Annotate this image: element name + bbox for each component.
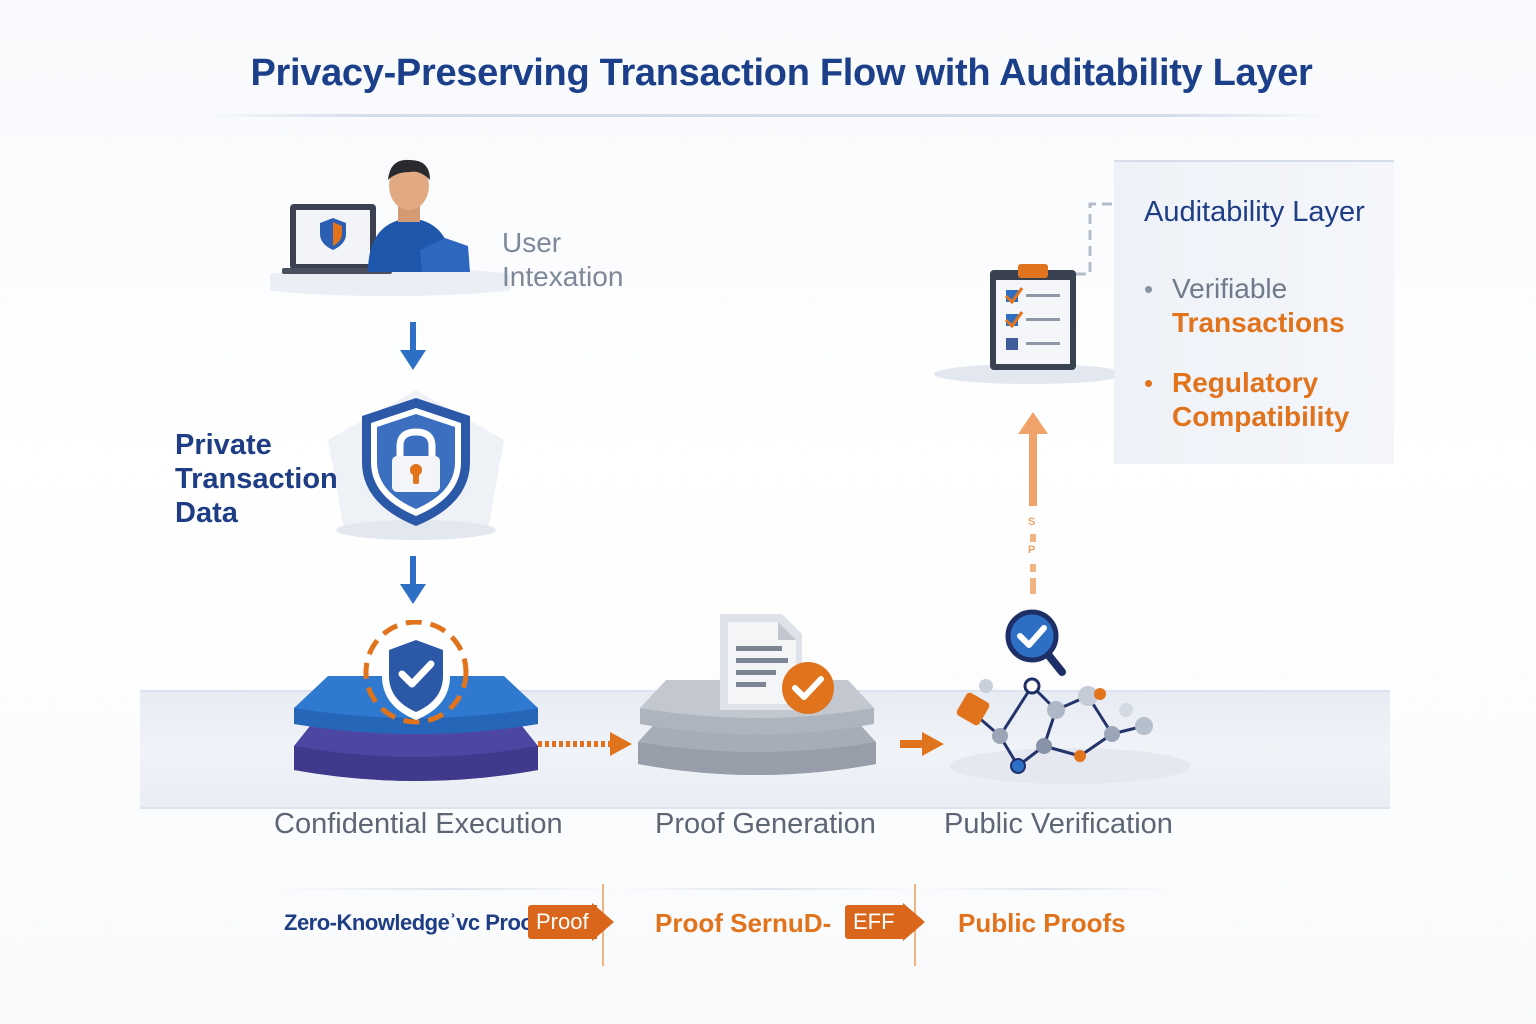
arrow-right-short <box>900 732 944 756</box>
bottom-rule-1 <box>280 888 620 890</box>
private-transaction-data-label: Private Transaction Data <box>175 429 338 529</box>
proof-setup-label: Proof SernuD- <box>655 908 832 938</box>
document-check-icon <box>720 614 834 714</box>
arrow-up-dashed <box>1018 412 1048 594</box>
user-interaction-label: User Intexation <box>502 227 624 292</box>
dashed-mark-s: S <box>1028 516 1036 528</box>
audit-bullet-regulatory: • Regulatory Compatibility <box>1144 367 1350 432</box>
step-public-verification: Public Verification <box>944 808 1173 840</box>
title-divider <box>200 114 1336 117</box>
clipboard-checklist-icon <box>990 264 1076 370</box>
arrow-down-1 <box>400 322 426 370</box>
confidential-execution-platform <box>294 620 538 781</box>
auditability-panel <box>1114 160 1394 464</box>
dashed-mark-p: P <box>1028 544 1036 556</box>
laptop-shield-icon <box>282 204 392 274</box>
proof-generation-platform <box>638 614 876 775</box>
clipboard-illustration <box>934 202 1126 384</box>
bottom-rule-2 <box>620 888 920 890</box>
tag-arrow-head <box>903 903 925 941</box>
bullet-dot: • <box>1144 274 1154 304</box>
public-proofs-label: Public Proofs <box>958 908 1126 938</box>
audit-bullet-verifiable: • Verifiable Transactions <box>1144 273 1345 338</box>
user-avatar-icon <box>368 159 470 272</box>
shield-check-icon <box>382 632 450 720</box>
tag-arrow-head <box>592 903 614 941</box>
user-illustration <box>270 159 510 296</box>
magnifier-check-icon <box>1005 609 1066 676</box>
page-title: Privacy-Preserving Transaction Flow with… <box>250 52 1313 94</box>
bullet-dot: • <box>1144 368 1154 398</box>
auditability-title: Auditability Layer <box>1144 196 1365 228</box>
shield-lock-icon <box>362 398 470 526</box>
zero-knowledge-proof-label: Zero-Knowledgeʾvc Proof <box>284 910 541 935</box>
arrow-down-2 <box>400 556 426 604</box>
step-proof-generation: Proof Generation <box>655 808 876 840</box>
bottom-rule-3 <box>920 888 1170 890</box>
arrow-right-dotted <box>538 732 632 756</box>
shield-lock-illustration <box>328 390 504 540</box>
public-verification-network <box>950 609 1190 784</box>
step-confidential-execution: Confidential Execution <box>274 808 563 840</box>
